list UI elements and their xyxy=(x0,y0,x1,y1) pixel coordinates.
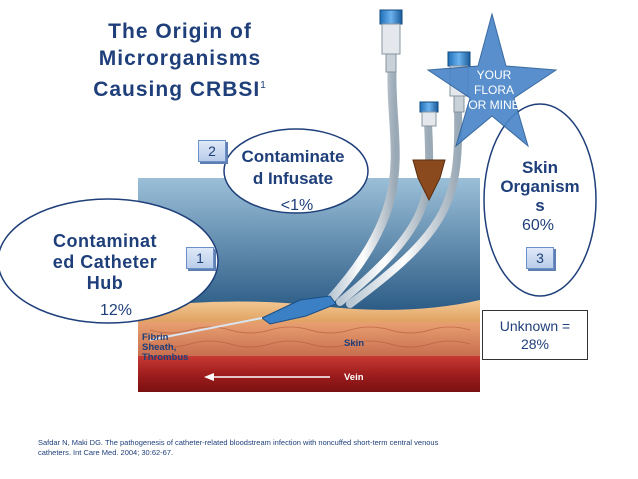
star-line-1: YOUR xyxy=(476,68,512,82)
skin-organisms-label: Skin Organism s xyxy=(482,158,598,215)
skin-organisms-label-line-1: Skin xyxy=(522,158,558,177)
infusate-percent: <1% xyxy=(280,197,314,214)
catheter-hub-label-line-3: Hub xyxy=(86,273,124,293)
vein-label: Vein xyxy=(344,372,364,383)
catheter-hub-label-line-1: Contaminat xyxy=(53,231,157,251)
star-line-2: FLORA xyxy=(473,83,514,97)
number-badge-2: 2 xyxy=(198,140,226,162)
vein-layer xyxy=(138,356,480,392)
connector-cap-1 xyxy=(379,9,403,73)
unknown-line-1: Unknown = xyxy=(499,318,571,334)
number-badge-1: 1 xyxy=(186,247,214,269)
fibrin-sheath-label: Fibrin Sheath, Thrombus xyxy=(142,333,188,363)
arrow-head-icon xyxy=(204,373,214,381)
infusate-label-line-1: Contaminate xyxy=(241,147,345,166)
infusate-label-line-2: d Infusate xyxy=(252,169,334,188)
skin-organisms-label-line-2: Organism xyxy=(500,177,580,196)
fibrin-label-line-2: Sheath, xyxy=(142,342,177,353)
catheter-hub-bubble xyxy=(0,198,219,324)
number-badge-3: 3 xyxy=(526,247,554,269)
dermis-layer xyxy=(138,322,480,356)
catheter-tip xyxy=(149,317,263,341)
star-line-3: OR MINE xyxy=(468,98,520,112)
slide-title: The Origin of Microrganisms Causing CRBS… xyxy=(40,18,320,103)
catheter-hub-label: Contaminat ed Catheter Hub xyxy=(30,231,180,294)
citation: Safdar N, Maki DG. The pathogenesis of c… xyxy=(38,438,478,458)
fibrin-label-line-1: Fibrin xyxy=(142,332,169,343)
your-flora-text: YOUR FLORA OR MINE xyxy=(452,68,536,113)
skin-organisms-label-line-3: s xyxy=(535,196,545,215)
catheter-hub xyxy=(261,295,337,325)
skin-organisms-bubble xyxy=(483,103,597,297)
catheter-hub-label-line-2: ed Catheter xyxy=(52,252,158,272)
connector-cap-3 xyxy=(419,101,439,127)
infusate-bubble xyxy=(223,128,369,214)
title-line-1: The Origin of xyxy=(108,20,252,43)
fibrin-label-line-3: Thrombus xyxy=(142,352,189,363)
title-line-3-text: Causing CRBSI xyxy=(93,78,261,101)
your-flora-star-icon xyxy=(426,12,558,148)
unknown-percent-box: Unknown = 28% xyxy=(482,310,588,360)
title-line-3: Causing CRBSI1 xyxy=(40,72,320,103)
unknown-line-2: 28% xyxy=(520,336,550,352)
contaminated-drip-icon xyxy=(412,159,446,202)
catheter-hub-percent: 12% xyxy=(99,302,133,319)
title-line-2: Microrganisms xyxy=(98,47,262,70)
citation-line-2: catheters. Int Care Med. 2004; 30:62-67. xyxy=(38,448,174,457)
title-footnote-marker: 1 xyxy=(260,80,267,91)
citation-line-1: Safdar N, Maki DG. The pathogenesis of c… xyxy=(38,438,439,447)
infusate-label: Contaminate d Infusate xyxy=(226,146,360,190)
skin-organisms-percent: 60% xyxy=(521,217,555,234)
skin-label: Skin xyxy=(344,338,365,349)
